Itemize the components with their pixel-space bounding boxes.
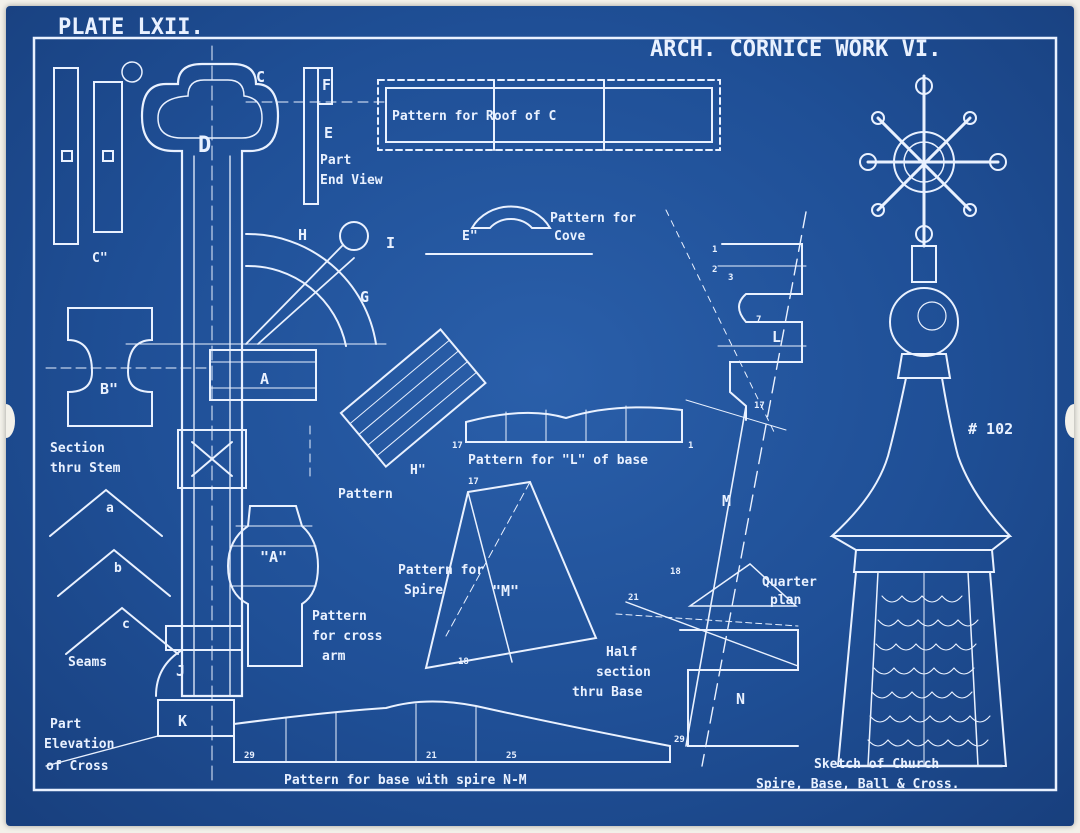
base-pattern [233, 700, 671, 763]
label-e: E [324, 124, 333, 142]
c-prime-strips [53, 61, 143, 245]
label-d: D [198, 133, 211, 158]
shingle-pattern [867, 595, 991, 747]
dim-29b: 29 [674, 735, 685, 745]
label-j: J [176, 662, 185, 680]
part-elev-1: Part [50, 717, 81, 732]
cove-pattern-1: Pattern for [550, 211, 636, 226]
label-e-prime: E" [462, 229, 478, 244]
label-a: A [260, 370, 269, 388]
section-stem-1: Section [50, 441, 105, 456]
label-g: G [360, 288, 369, 306]
plate-ref-number: # 102 [968, 420, 1013, 438]
binder-hole-left [6, 404, 15, 438]
dim-17a: 17 [452, 441, 463, 451]
dim-29a: 29 [244, 751, 255, 761]
part-elev-3: of Cross [46, 759, 109, 774]
blueprint-sheet: PLATE LXII. ARCH. CORNICE WORK VI. # 102… [6, 6, 1074, 826]
dim-1b: 1 [688, 441, 693, 451]
dim-21b: 21 [426, 751, 437, 761]
part-elev-2: Elevation [44, 737, 114, 752]
a-prime-cross-arm [226, 425, 320, 667]
sketch-caption-1: Sketch of Church [814, 757, 939, 772]
label-m: M [722, 492, 731, 510]
dim-21a: 21 [628, 593, 639, 603]
half-section-base [615, 563, 799, 747]
cove-pattern-2: Cove [554, 229, 585, 244]
h-pattern-label: Pattern [338, 487, 393, 502]
arm-pattern-2: for cross [312, 629, 382, 644]
seam-c: c [122, 617, 130, 632]
quarter-plan-1: Quarter [762, 575, 817, 590]
label-b-prime: B" [100, 380, 118, 398]
part-end-view [245, 67, 387, 205]
l-pattern-label: Pattern for "L" of base [468, 453, 648, 468]
arm-arc [125, 221, 387, 347]
part-end-view-2: End View [320, 173, 383, 188]
cornice-section [665, 209, 807, 767]
h-prime-pattern [339, 328, 487, 469]
quarter-plan-2: plan [770, 593, 801, 608]
label-h: H [298, 226, 307, 244]
base-pattern-label: Pattern for base with spire N-M [284, 773, 527, 788]
e-prime-cove [425, 205, 593, 255]
plate-border [32, 36, 1058, 792]
plate-number-title: PLATE LXII. [58, 15, 204, 40]
label-l: L [772, 328, 781, 346]
label-c: C [256, 68, 265, 86]
dim-7: 7 [756, 315, 761, 325]
section-stem-2: thru Stem [50, 461, 121, 476]
label-a-prime: "A" [260, 548, 287, 566]
dim-1: 1 [712, 245, 717, 255]
half-section-3: thru Base [572, 685, 643, 700]
roof-pattern [377, 79, 721, 151]
drawing-canvas: PLATE LXII. ARCH. CORNICE WORK VI. # 102… [32, 15, 1058, 792]
dim-2: 2 [712, 265, 717, 275]
dim-18b: 18 [670, 567, 681, 577]
b-prime-section [45, 307, 207, 427]
sketch-caption-2: Spire, Base, Ball & Cross. [756, 777, 960, 792]
label-c-prime: C" [92, 251, 108, 266]
spire-pattern-1: Pattern for [398, 563, 484, 578]
cross-elevation [45, 45, 317, 787]
seam-details [49, 488, 179, 655]
half-section-2: section [596, 665, 651, 680]
seam-b: b [114, 561, 122, 576]
dim-18a: 18 [458, 657, 469, 667]
dim-17c: 17 [754, 401, 765, 411]
l-base-pattern [465, 405, 683, 443]
label-f: F [322, 76, 331, 94]
church-spire-sketch [829, 74, 1013, 768]
half-section-1: Half [606, 645, 637, 660]
seams-label: Seams [68, 655, 107, 670]
label-n: N [736, 690, 745, 708]
label-h-prime: H" [410, 463, 426, 478]
dim-25: 25 [506, 751, 517, 761]
binder-hole-right [1065, 404, 1074, 438]
arm-pattern-3: arm [322, 649, 346, 664]
roof-pattern-label: Pattern for Roof of C [392, 109, 556, 124]
dim-3: 3 [728, 273, 733, 283]
label-k: K [178, 712, 187, 730]
sheet-title: ARCH. CORNICE WORK VI. [650, 37, 941, 62]
arm-pattern-1: Pattern [312, 609, 367, 624]
dim-17b: 17 [468, 477, 479, 487]
m-spire-pattern [424, 480, 598, 670]
seam-a: a [106, 501, 114, 516]
part-end-view-1: Part [320, 153, 351, 168]
spire-pattern-2: Spire [404, 583, 443, 598]
label-m-prime: "M" [492, 582, 519, 600]
label-i: I [386, 234, 395, 252]
